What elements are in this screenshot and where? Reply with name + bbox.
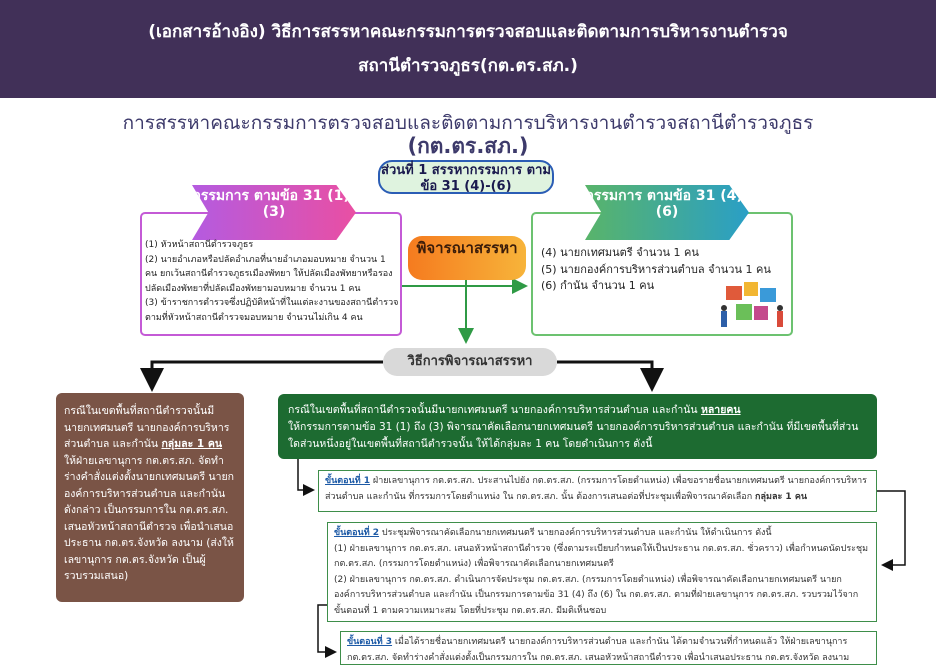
green-box-emph: หลายคน bbox=[700, 404, 741, 416]
consider-recruit-label: พิจารณาสรรหา bbox=[408, 236, 526, 280]
left-item-1: (1) หัวหน้าสถานีตำรวจภูธร bbox=[145, 240, 254, 250]
banner-line-1: (เอกสารอ้างอิง) วิธีการสรรหาคณะกรรมการตร… bbox=[148, 22, 788, 42]
step-1-emph: กลุ่มละ 1 คน bbox=[755, 491, 807, 502]
step-2-sub-2: (2) ฝ่ายเลขานุการ กต.ตร.สภ. ดำเนินการจัด… bbox=[334, 574, 859, 616]
green-box-text-2: ให้กรรมการตามข้อ 31 (1) ถึง (3) พิจารณาค… bbox=[288, 421, 859, 450]
step-1-text: ฝ่ายเลขานุการ กต.ตร.สภ. ประสานไปยัง กต.ต… bbox=[325, 476, 867, 502]
left-item-2: (2) นายอำเภอหรือปลัดอำเภอที่นายอำเภอมอบห… bbox=[145, 254, 393, 294]
step-2-title: ขั้นตอนที่ 2 bbox=[334, 528, 380, 538]
step-3-text: เมื่อได้รายชื่อนายกเทศมนตรี นายกองค์การบ… bbox=[347, 637, 850, 663]
header-banner: (เอกสารอ้างอิง) วิธีการสรรหาคณะกรรมการตร… bbox=[0, 0, 936, 98]
step-2-sub-1: (1) ฝ่ายเลขานุการ กต.ตร.สภ. เสนอหัวหน้าส… bbox=[334, 543, 869, 570]
method-label: วิธีการพิจารณาสรรหา bbox=[383, 348, 557, 376]
step-1-box: ขั้นตอนที่ 1 ฝ่ายเลขานุการ กต.ตร.สภ. ประ… bbox=[318, 470, 877, 512]
right-committee-list: (4) นายกเทศมนตรี จำนวน 1 คน (5) นายกองค์… bbox=[541, 245, 786, 295]
multiple-candidate-case-box: กรณีในเขตพื้นที่สถานีตำรวจนั้นมีนายกเทศม… bbox=[278, 394, 877, 459]
step-2-text: ประชุมพิจารณาคัดเลือกนายกเทศมนตรี นายกอง… bbox=[381, 528, 772, 538]
brown-box-text-2: ให้ฝ่ายเลขานุการ กต.ตร.สภ. จัดทำร่างคำสั… bbox=[64, 454, 235, 583]
part-1-label: ส่วนที่ 1 สรรหากรรมการ ตามข้อ 31 (4)-(6) bbox=[378, 160, 554, 194]
page-subtitle: (กต.ตร.สภ.) bbox=[407, 134, 529, 158]
brown-box-text-1: กรณีในเขตพื้นที่สถานีตำรวจนั้นมีนายกเทศม… bbox=[64, 405, 230, 450]
puzzle-people-icon bbox=[721, 282, 783, 327]
single-candidate-case-box: กรณีในเขตพื้นที่สถานีตำรวจนั้นมีนายกเทศม… bbox=[56, 393, 244, 602]
page-title: การสรรหาคณะกรรมการตรวจสอบและติดตามการบริ… bbox=[122, 112, 814, 134]
step-3-title: ขั้นตอนที่ 3 bbox=[347, 637, 393, 647]
left-committee-header: กรรมการ ตามข้อ 31 (1)-(3) bbox=[192, 185, 356, 240]
step-1-title: ขั้นตอนที่ 1 bbox=[325, 476, 371, 486]
right-item-5: (5) นายกองค์การบริหารส่วนตำบล จำนวน 1 คน bbox=[541, 262, 771, 276]
left-item-3: (3) ข้าราชการตำรวจซึ่งปฏิบัติหน้าที่ในแต… bbox=[145, 298, 399, 323]
brown-box-emph: กลุ่มละ 1 คน bbox=[161, 438, 223, 450]
step-2-box: ขั้นตอนที่ 2 ประชุมพิจารณาคัดเลือกนายกเท… bbox=[327, 522, 877, 622]
banner-line-2: สถานีตำรวจภูธร(กต.ตร.สภ.) bbox=[358, 56, 578, 76]
green-box-text-1: กรณีในเขตพื้นที่สถานีตำรวจนั้นมีนายกเทศม… bbox=[288, 404, 698, 416]
right-item-4: (4) นายกเทศมนตรี จำนวน 1 คน bbox=[541, 246, 699, 259]
right-item-6: (6) กำนัน จำนวน 1 คน bbox=[541, 279, 655, 292]
left-committee-list: (1) หัวหน้าสถานีตำรวจภูธร (2) นายอำเภอหร… bbox=[145, 238, 400, 325]
right-committee-header: กรรมการ ตามข้อ 31 (4)-(6) bbox=[585, 185, 749, 240]
step-3-box: ขั้นตอนที่ 3 เมื่อได้รายชื่อนายกเทศมนตรี… bbox=[340, 631, 877, 665]
